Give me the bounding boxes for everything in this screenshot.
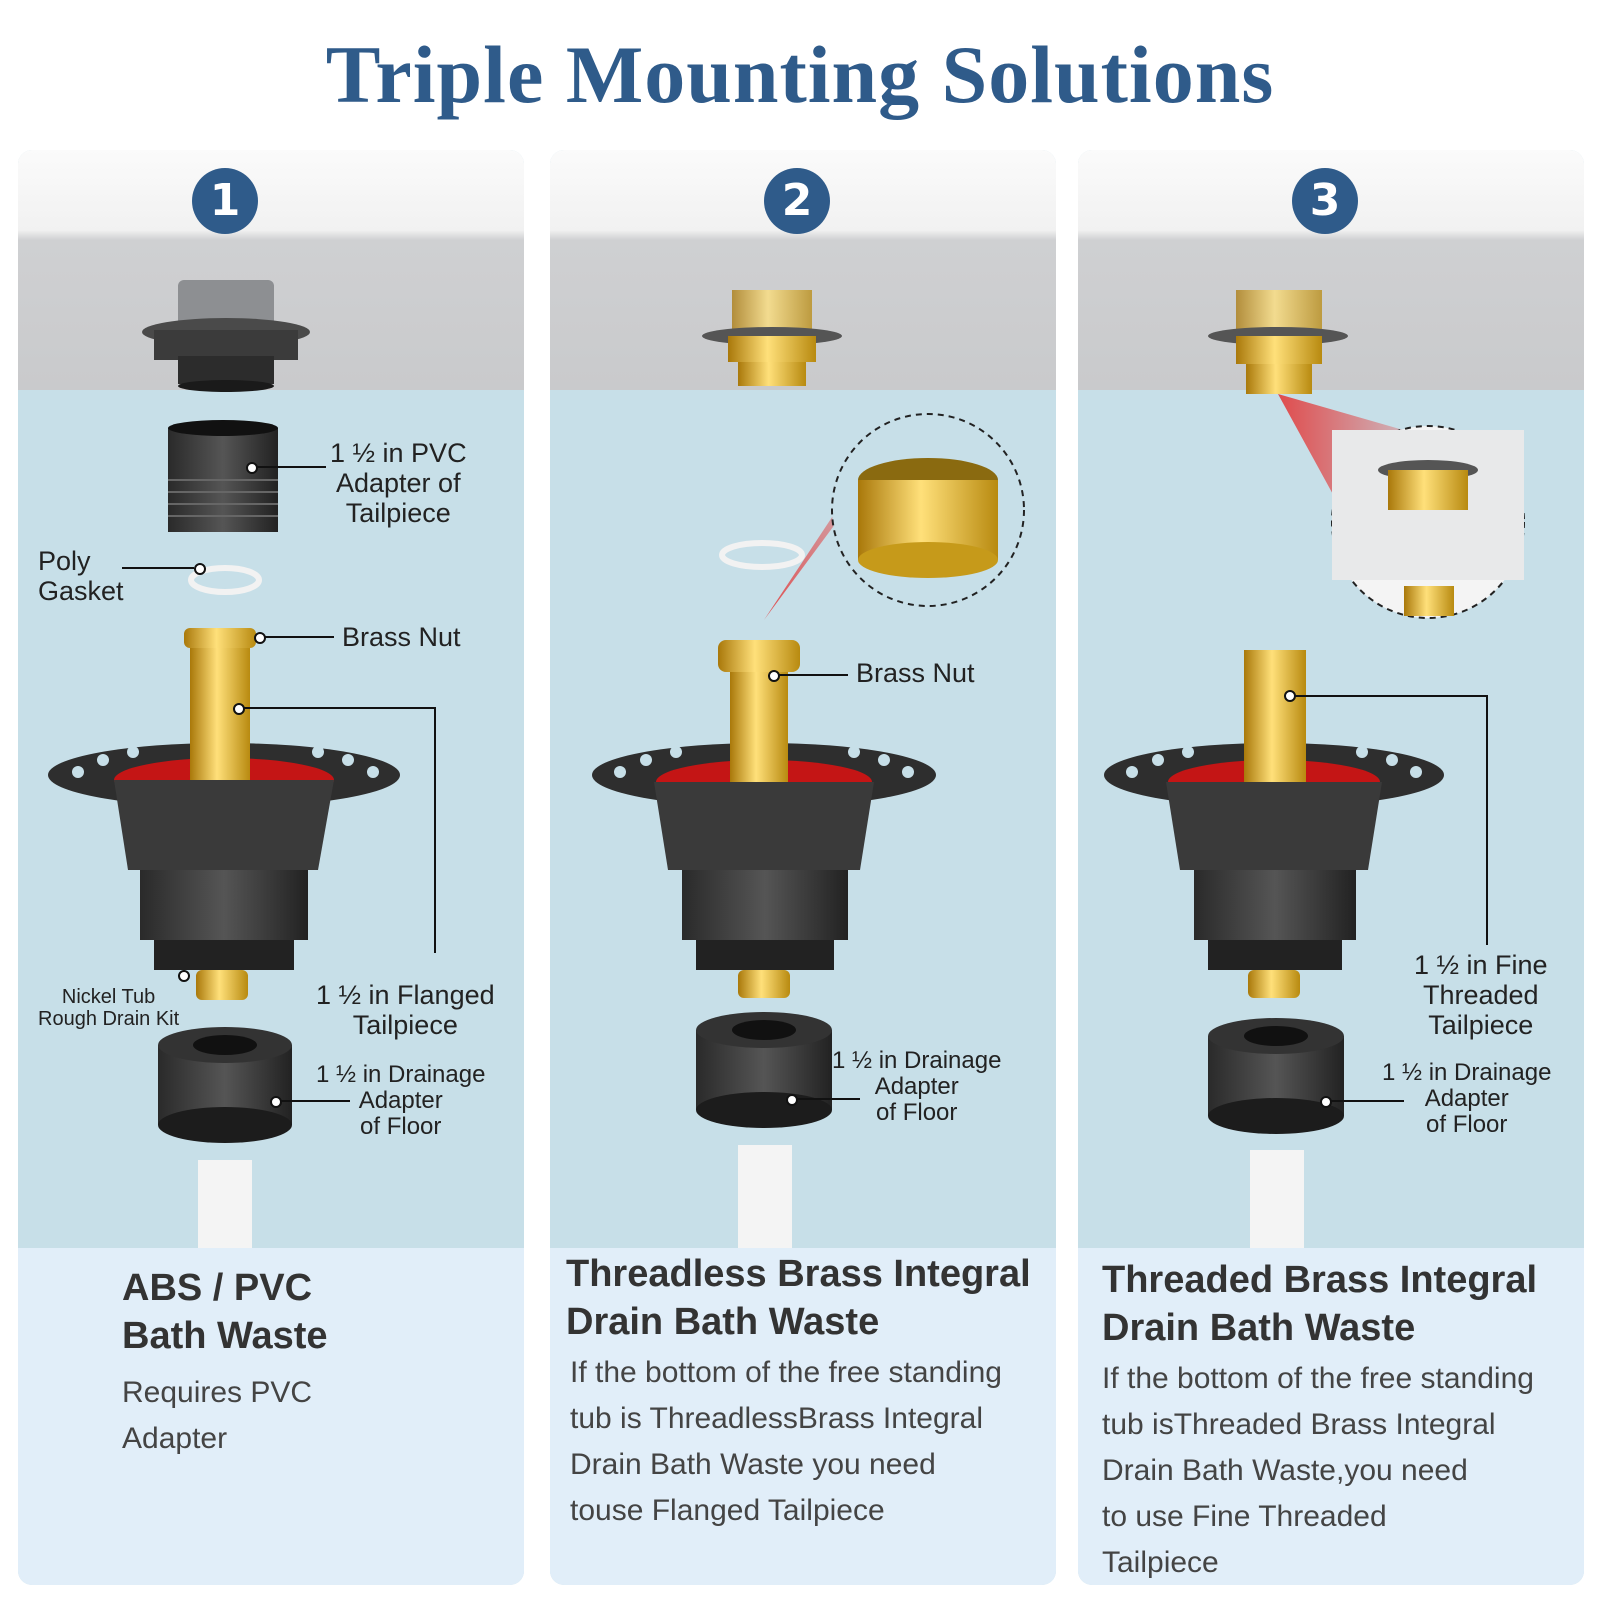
floor-drainage-adapter <box>158 1027 292 1143</box>
caption-title: ABS / PVC Bath Waste <box>122 1267 328 1357</box>
pvc-pipe <box>198 1160 252 1248</box>
gasket <box>719 540 805 570</box>
caption-body: Requires PVC Adapter <box>122 1376 313 1455</box>
step-number-badge: 1 <box>192 168 258 234</box>
pvc-adapter <box>168 420 278 532</box>
callout-line <box>280 1100 350 1102</box>
tub-drain-outlet <box>142 280 310 392</box>
label-drainage-adapter: 1 ½ in Drainage Adapter of Floor <box>1382 1059 1552 1138</box>
caption-body: If the bottom of the free standing tub i… <box>570 1356 1002 1527</box>
step-number-badge: 2 <box>764 168 830 234</box>
floor-drainage-adapter <box>696 1012 832 1128</box>
poly-gasket <box>188 565 262 595</box>
pvc-pipe <box>1250 1150 1304 1248</box>
caption-title: Threaded Brass Integral Drain Bath Waste <box>1102 1259 1538 1349</box>
rough-drain-body <box>1104 730 1444 998</box>
brass-nut <box>718 640 800 672</box>
callout-dot <box>1320 1096 1332 1108</box>
brass-nut <box>184 628 256 648</box>
caption-area: Threadless Brass Integral Drain Bath Was… <box>550 1248 1056 1585</box>
zoom-circle <box>831 413 1025 607</box>
caption-body: If the bottom of the free standing tub i… <box>1102 1362 1534 1579</box>
callout-line <box>1486 695 1488 945</box>
panel-abs-pvc: 1 <box>18 150 524 1585</box>
callout-dot <box>194 563 206 575</box>
brass-drain-outlet <box>702 290 842 386</box>
callout-dot <box>254 632 266 644</box>
label-fine-tailpiece: 1 ½ in Fine Threaded Tailpiece <box>1414 950 1548 1040</box>
panel-threaded-brass: 3 <box>1078 150 1584 1585</box>
rough-drain-body <box>592 730 936 998</box>
caption-area: ABS / PVC Bath Waste Requires PVC Adapte… <box>18 1248 524 1585</box>
callout-line <box>1330 1100 1404 1102</box>
callout-line <box>122 567 194 569</box>
page-title: Triple Mounting Solutions <box>325 29 1275 120</box>
callout-dot <box>233 703 245 715</box>
label-brass-nut: Brass Nut <box>856 658 975 688</box>
label-brass-nut: Brass Nut <box>342 622 461 652</box>
callout-dot <box>786 1094 798 1106</box>
caption-area: Threaded Brass Integral Drain Bath Waste… <box>1078 1248 1584 1585</box>
callout-dot <box>270 1096 282 1108</box>
callout-dot <box>178 970 190 982</box>
callout-line <box>1294 695 1488 697</box>
callout-dot <box>768 670 780 682</box>
drain-illustration <box>48 280 400 1248</box>
brass-drain-outlet <box>1208 290 1348 394</box>
callout-line <box>434 707 436 953</box>
callout-line <box>243 707 436 709</box>
panel-threadless-brass: 2 <box>550 150 1056 1585</box>
rough-drain-body <box>48 710 400 1000</box>
label-poly-gasket: Poly Gasket <box>38 546 124 606</box>
callout-line <box>778 674 848 676</box>
label-pvc-adapter: 1 ½ in PVC Adapter of Tailpiece <box>330 438 467 528</box>
callout-line <box>256 466 326 468</box>
drain-illustration <box>592 290 1025 1248</box>
label-drainage-adapter: 1 ½ in Drainage Adapter of Floor <box>832 1047 1002 1126</box>
callout-line <box>264 636 334 638</box>
label-nickel-kit: Nickel Tub Rough Drain Kit <box>38 986 180 1030</box>
callout-dot <box>246 462 258 474</box>
callout-line <box>796 1098 860 1100</box>
step-number-badge: 3 <box>1292 168 1358 234</box>
drain-illustration <box>1104 290 1525 1248</box>
label-drainage-adapter: 1 ½ in Drainage Adapter of Floor <box>316 1061 486 1140</box>
pvc-pipe <box>738 1145 792 1248</box>
floor-drainage-adapter <box>1208 1018 1344 1134</box>
caption-title: Threadless Brass Integral Drain Bath Was… <box>566 1253 1031 1343</box>
label-flanged-tailpiece: 1 ½ in Flanged Tailpiece <box>316 980 495 1040</box>
zoom-circle <box>1331 425 1525 619</box>
